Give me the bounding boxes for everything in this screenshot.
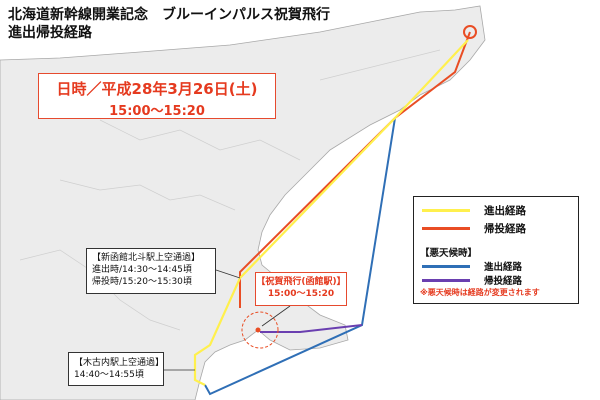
legend-label-bad-outbound: 進出経路 bbox=[484, 262, 523, 273]
start-point-marker bbox=[463, 25, 477, 39]
route-bad-weather-return bbox=[260, 324, 363, 333]
map-subtitle: 進出帰投経路 bbox=[8, 25, 92, 41]
callout-shin-hakodate: 【新函館北斗駅上空通過】 進出時/14:30～14:45頃 帰投時/15:20～… bbox=[86, 248, 216, 294]
hakodate-station-dot bbox=[255, 327, 261, 333]
legend-swatch-bad-return bbox=[422, 278, 470, 282]
callout-shin-hakodate-line1: 進出時/14:30～14:45頃 bbox=[92, 265, 192, 275]
land-detail-2 bbox=[99, 119, 301, 161]
legend-swatch-return bbox=[422, 227, 470, 230]
legend-item-outbound: 進出経路 bbox=[422, 203, 526, 218]
callout-kikonai-title: 【木古内駅上空通過】 bbox=[74, 358, 165, 368]
leader-hakodate bbox=[261, 305, 291, 327]
legend-swatch-bad-outbound bbox=[422, 264, 470, 268]
callout-hakodate-title: 【祝賀飛行(函館駅)】 bbox=[256, 277, 346, 287]
date-box: 日時／平成28年3月26日(土) 15:00～15:20 bbox=[38, 73, 276, 119]
route-bad-weather-outbound bbox=[204, 117, 396, 396]
legend-bad-weather-heading: 【悪天候時】 bbox=[420, 248, 478, 259]
callout-hakodate: 【祝賀飛行(函館駅)】 15:00～15:20 bbox=[255, 272, 347, 306]
leader-shin-hakodate bbox=[215, 269, 241, 279]
map-title: 北海道新幹線開業記念 ブルーインパルス祝賀飛行 bbox=[8, 7, 330, 23]
legend-item-return: 帰投経路 bbox=[422, 221, 526, 236]
legend-swatch-outbound bbox=[422, 209, 470, 212]
route-outbound bbox=[193, 39, 469, 386]
date-text: 日時／平成28年3月26日(土) bbox=[56, 80, 258, 98]
callout-hakodate-time: 15:00～15:20 bbox=[267, 289, 335, 299]
legend-label-return: 帰投経路 bbox=[484, 223, 526, 235]
callout-shin-hakodate-line2: 帰投時/15:20～15:30頃 bbox=[92, 277, 192, 287]
callout-shin-hakodate-title: 【新函館北斗駅上空通過】 bbox=[92, 253, 201, 263]
land-detail-4 bbox=[319, 49, 441, 81]
legend-item-bad-outbound: 進出経路 bbox=[422, 259, 522, 273]
callout-kikonai: 【木古内駅上空通過】 14:40～14:55頃 bbox=[68, 352, 164, 386]
legend: 進出経路 帰投経路 【悪天候時】 進出経路 帰投経路 ※悪天候時は経路が変更され… bbox=[413, 196, 579, 304]
callout-kikonai-line1: 14:40～14:55頃 bbox=[74, 370, 144, 380]
hakodate-target-circle bbox=[241, 311, 279, 349]
legend-note: ※悪天候時は経路が変更されます bbox=[420, 288, 540, 297]
time-text: 15:00～15:20 bbox=[109, 104, 205, 119]
land-detail-1 bbox=[59, 179, 236, 211]
legend-item-bad-return: 帰投経路 bbox=[422, 273, 522, 287]
legend-label-outbound: 進出経路 bbox=[484, 205, 526, 217]
legend-label-bad-return: 帰投経路 bbox=[484, 276, 523, 287]
